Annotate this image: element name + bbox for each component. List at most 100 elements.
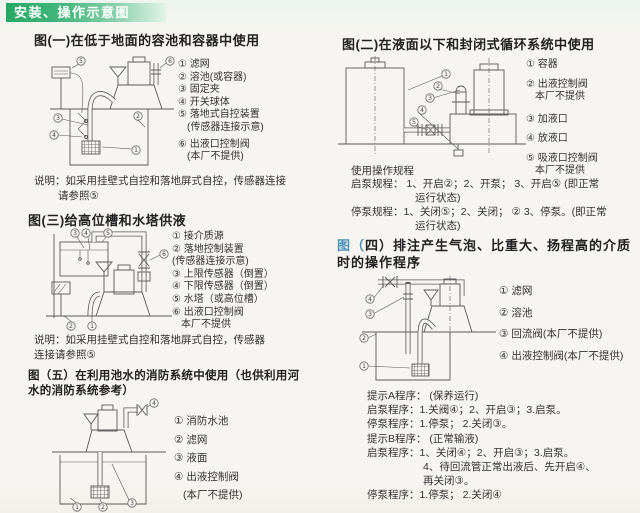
container-tank-icon: [345, 56, 405, 154]
callout-3: 3: [53, 113, 63, 123]
callout-4: 4: [417, 105, 427, 115]
fig3-diagram: 3 4 5 6 2 1: [46, 228, 172, 331]
fig4-diagram: 4 3 2 1: [359, 276, 496, 381]
svg-text:4: 4: [152, 400, 156, 407]
svg-text:1: 1: [134, 147, 138, 154]
legend-item: ⑤ 水塔（或高位槽）: [172, 293, 264, 305]
drain-port-icon: [453, 144, 464, 157]
procedure-line: 运行状态): [415, 192, 461, 204]
callout-5: 5: [409, 117, 419, 127]
svg-text:1: 1: [75, 504, 79, 511]
floor-control-box-icon: [51, 281, 71, 317]
procedure-line: 启泵规程： 1、开启②；2、开泵； 3、开启⑤ (即正常: [351, 178, 600, 190]
svg-text:5: 5: [412, 119, 416, 126]
outlet-valve-icon: [382, 276, 398, 288]
fig1-note: 说明：如采用挂壁式自控和落地屏式自控，传感器连接请参照⑤: [34, 175, 286, 202]
water-tower-icon: [59, 241, 109, 277]
procedure-line: 启泵程序：1、关闭④；2、开启③；3.启泵。: [367, 446, 575, 459]
legend-subnote: (传感器连接示意): [187, 121, 264, 133]
float-switch-icon: [77, 112, 88, 139]
callout-4: 4: [149, 398, 159, 408]
legend-subnote: 本厂不提供: [535, 165, 585, 176]
legend-item: ④ 下限传感器（倒置）: [172, 281, 274, 293]
leader-lines: [57, 62, 167, 150]
fig3-legend: ① 接介质源 ② 落地控制装置 (传感器连接示意) ③ 上限传感器（倒置） ④ …: [172, 231, 274, 332]
callout-4: 4: [365, 294, 375, 304]
callout-1: 1: [72, 502, 82, 512]
legend-item: ③ 加液口: [526, 113, 568, 125]
svg-text:6: 6: [168, 58, 172, 65]
legend-subnote: (传感器连接示意): [172, 256, 249, 268]
fig5-legend: ① 消防水池 ② 滤网 ③ 液面 ④ 出液控制阀 (本厂不提供): [174, 412, 243, 505]
procedure-line: 停泵规程：1、关闭⑤；2、关闭； ② 3、停泵。(即正常: [351, 206, 607, 218]
legend-item: ① 容器: [526, 59, 558, 70]
svg-text:4: 4: [368, 296, 372, 303]
pump-icon: [449, 58, 517, 154]
legend-item: ③ 液面: [174, 452, 208, 464]
svg-text:1: 1: [444, 71, 448, 78]
valve-icon: [136, 404, 148, 416]
outlet-pipe-icon: [123, 407, 138, 428]
outlet-pipe-icon: [91, 231, 147, 292]
suction-pipe-icon: [87, 291, 101, 317]
svg-text:2: 2: [69, 323, 73, 330]
fig2-title: 图(二)在液面以下和封闭式循环系统中使用: [342, 37, 595, 52]
legend-item: ② 出液控制阀: [526, 78, 588, 90]
fig4-procedures: 提示A程序： (保养运行) 启泵程序：1.关阀④；2、开启③；3.启泵。 停泵程…: [367, 389, 639, 503]
callout-2: 2: [98, 502, 108, 512]
pump-icon: [423, 276, 473, 340]
svg-text:2: 2: [362, 335, 366, 342]
procedure-line: 提示A程序： (保养运行): [367, 390, 479, 402]
legend-item: ② 溶池: [499, 306, 533, 319]
fig1-legend: ① 滤网 ② 溶池(或容器) ③ 固定夹 ④ 开关球体 ⑤ 落地式自控装置 (传…: [178, 59, 264, 164]
svg-text:4: 4: [420, 107, 424, 114]
fig4-title: 图（四）排注产生气泡、比重大、扬程高的介质时的操作程序: [337, 238, 632, 270]
leader-lines: [407, 75, 461, 150]
callout-1: 1: [87, 321, 97, 331]
leader-lines: [63, 236, 161, 323]
legend-subnote: 本厂不提供: [535, 91, 585, 102]
legend-subnote: (本厂不提供): [187, 151, 244, 163]
fig2-procedures: 启泵规程： 1、开启②；2、开泵； 3、开启⑤ (即正常 运行状态) 停泵规程：…: [351, 177, 639, 233]
svg-text:2: 2: [136, 113, 140, 120]
svg-text:3: 3: [73, 230, 77, 237]
legend-subnote: 本厂不提供: [181, 319, 231, 331]
svg-text:1: 1: [90, 323, 94, 330]
legend-item: ⑥ 出液口控制阀: [178, 138, 250, 150]
svg-text:6: 6: [162, 251, 166, 258]
svg-text:5: 5: [106, 230, 110, 237]
callout-4: 4: [49, 130, 59, 140]
legend-item: ① 滤网: [499, 285, 533, 297]
outlet-pipe-icon: [151, 63, 161, 85]
svg-text:1: 1: [362, 363, 366, 370]
pool-icon: [375, 332, 451, 381]
procedure-line: 运行状态): [415, 220, 461, 232]
callout-2: 2: [359, 333, 369, 343]
callout-1: 1: [359, 361, 369, 371]
filter-icon: [411, 363, 430, 377]
page-title-bar: 安装、操作示意图: [6, 3, 166, 22]
fig2-procedure-heading: 使用操作规程: [351, 165, 414, 177]
callout-3: 3: [365, 309, 375, 319]
pit-icon: [69, 109, 149, 166]
procedure-line: 4、待回流管正常出液后、先开启④、: [423, 461, 596, 474]
procedure-line: 提示B程序： (正常输液): [367, 432, 479, 445]
legend-item: ② 溶池(或容器): [178, 71, 247, 83]
legend-item: ④ 出液控制阀: [174, 470, 239, 483]
fig1-diagram: 6 5 3 4 2 1: [49, 56, 175, 166]
svg-text:3: 3: [368, 311, 372, 318]
procedure-line: 停泵程序：1.停泵； 2.关闭③。: [367, 418, 513, 431]
legend-subnote: (本厂不提供): [183, 489, 243, 501]
fig2-legend: ① 容器 ② 出液控制阀 本厂不提供 ③ 加液口 ④ 放液口 ⑤ 吸液口控制阀 …: [526, 59, 598, 178]
leader-lines: [69, 404, 151, 505]
procedure-line: 再关闭③。: [423, 475, 475, 488]
callout-4: 4: [81, 228, 91, 238]
legend-item: ① 接介质源: [172, 231, 224, 242]
fill-port-icon: [452, 85, 470, 115]
fig5-diagram: 4 1 2 3: [52, 398, 166, 512]
page-title: 安装、操作示意图: [14, 5, 131, 20]
svg-text:5: 5: [79, 58, 83, 65]
suction-pipe-icon: [87, 91, 116, 141]
legend-item: ⑥ 出液口控制阀: [172, 306, 244, 318]
svg-text:3: 3: [130, 500, 134, 507]
